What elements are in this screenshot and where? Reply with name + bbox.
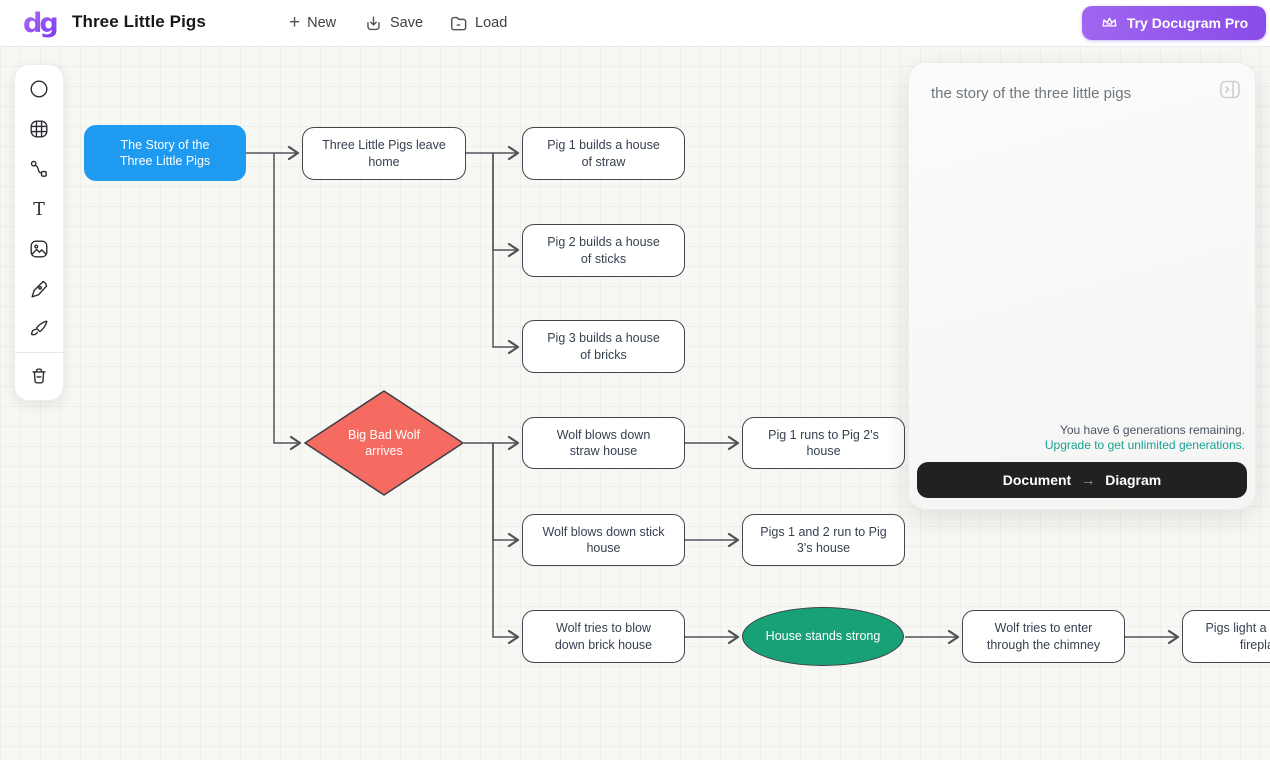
diagram-node-pigs-fire[interactable]: Pigs light a fire in the fireplace xyxy=(1182,610,1270,663)
brush-tool[interactable] xyxy=(15,309,63,349)
generate-left-label: Document xyxy=(1002,472,1072,488)
diagram-node-pig1-straw[interactable]: Pig 1 builds a house of straw xyxy=(522,127,685,180)
diagram-node-wolf-sticks[interactable]: Wolf blows down stick house xyxy=(522,514,685,566)
diagram-node-pig3-bricks[interactable]: Pig 3 builds a house of bricks xyxy=(522,320,685,373)
app-header: dg Three Little Pigs + New Save Load Try… xyxy=(0,0,1270,47)
save-label: Save xyxy=(390,15,424,31)
try-pro-label: Try Docugram Pro xyxy=(1126,15,1249,31)
document-to-diagram-button[interactable]: Document → Diagram xyxy=(917,462,1247,498)
tools-sidebar: T xyxy=(14,64,64,401)
brush-icon xyxy=(30,320,48,336)
prompt-panel: the story of the three little pigs You h… xyxy=(908,62,1256,510)
diagram-node-wolf-straw[interactable]: Wolf blows down straw house xyxy=(522,417,685,469)
panel-footer: You have 6 generations remaining. Upgrad… xyxy=(917,423,1247,498)
diagram-node-pig1-runs[interactable]: Pig 1 runs to Pig 2's house xyxy=(742,417,905,469)
collapse-panel-icon[interactable] xyxy=(1219,79,1241,100)
connector-tool[interactable] xyxy=(15,149,63,189)
upgrade-link[interactable]: Upgrade to get unlimited generations. xyxy=(1044,438,1245,452)
folder-icon xyxy=(451,16,467,30)
connector-icon xyxy=(30,160,47,177)
plus-icon: + xyxy=(289,11,301,33)
diagram-node-pig2-sticks[interactable]: Pig 2 builds a house of sticks xyxy=(522,224,685,277)
save-icon xyxy=(367,15,380,30)
document-title[interactable]: Three Little Pigs xyxy=(72,12,206,31)
image-tool[interactable] xyxy=(15,229,63,269)
shape-circle-tool[interactable] xyxy=(15,69,63,109)
docugram-logo-icon: dg xyxy=(23,8,60,39)
load-button[interactable]: Load xyxy=(449,0,507,46)
svg-text:T: T xyxy=(33,200,45,220)
new-label: New xyxy=(307,15,337,31)
diagram-node-story-start[interactable]: The Story of the Three Little Pigs xyxy=(84,125,246,181)
svg-text:dg: dg xyxy=(23,8,57,39)
try-pro-button[interactable]: Try Docugram Pro xyxy=(1082,6,1266,40)
load-label: Load xyxy=(475,15,508,31)
generate-right-label: Diagram xyxy=(1105,472,1162,488)
grid-icon xyxy=(30,120,48,138)
toolbar-divider xyxy=(15,352,63,353)
diagram-node-leave-home[interactable]: Three Little Pigs leave home xyxy=(302,127,466,180)
circle-icon xyxy=(30,80,48,98)
text-icon: T xyxy=(33,200,45,220)
new-button[interactable]: + New xyxy=(289,0,336,46)
delete-tool[interactable] xyxy=(15,356,63,396)
trash-icon xyxy=(32,368,46,384)
pen-icon xyxy=(31,280,48,298)
generations-remaining-text: You have 6 generations remaining. xyxy=(1059,423,1245,437)
save-button[interactable]: Save xyxy=(364,0,423,46)
diagram-node-house-strong[interactable]: House stands strong xyxy=(742,607,904,666)
diagram-node-wolf-chimney[interactable]: Wolf tries to enter through the chimney xyxy=(962,610,1125,663)
diagram-node-pigs12-run[interactable]: Pigs 1 and 2 run to Pig 3's house xyxy=(742,514,905,566)
image-icon xyxy=(30,240,48,258)
diagram-node-wolf-bricks[interactable]: Wolf tries to blow down brick house xyxy=(522,610,685,663)
diagram-node-wolf-arrives[interactable]: Big Bad Wolf arrives xyxy=(304,390,464,496)
crown-icon xyxy=(1102,17,1117,27)
table-grid-tool[interactable] xyxy=(15,109,63,149)
pen-tool[interactable] xyxy=(15,269,63,309)
arrow-right-icon: → xyxy=(1081,472,1096,488)
prompt-input[interactable]: the story of the three little pigs xyxy=(931,85,1132,102)
text-tool[interactable]: T xyxy=(15,189,63,229)
